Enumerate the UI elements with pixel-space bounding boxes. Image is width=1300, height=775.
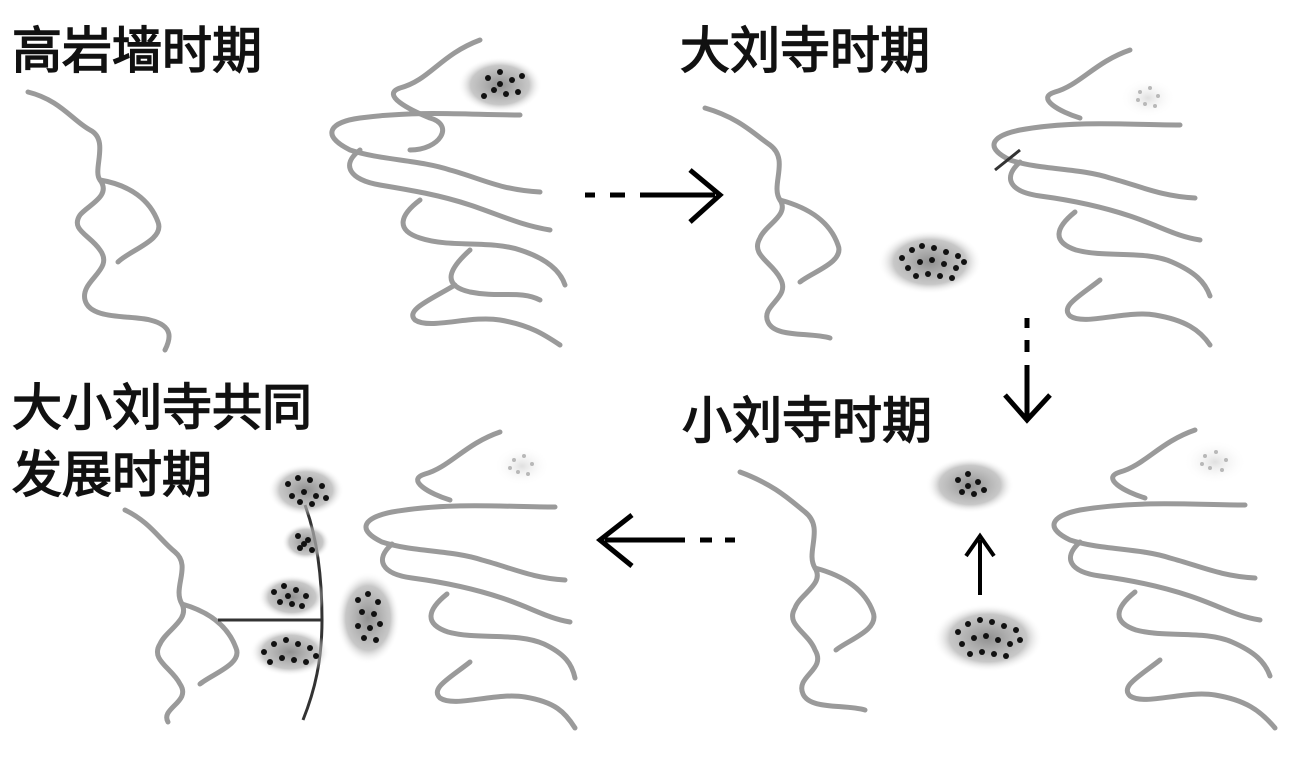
river-east-b — [329, 110, 543, 195]
river-east-b — [363, 503, 568, 583]
panel-high-rock-wall: 高岩墙时期 — [12, 22, 568, 353]
river-east-d — [1116, 589, 1273, 679]
river-east-d — [428, 591, 578, 681]
flow-arrow-down — [1003, 318, 1052, 424]
river-east-d — [400, 197, 568, 288]
river-east-a — [1045, 47, 1133, 121]
migration-arrow-up — [964, 532, 996, 595]
panel-label: 大小刘寺共同 — [12, 379, 312, 437]
panel-label: 小刘寺时期 — [682, 392, 932, 450]
river-west — [702, 105, 833, 341]
river-east-d — [1056, 209, 1213, 299]
panel-xiao-liu-si: 小刘寺时期 — [682, 392, 1278, 731]
settlement-da-liu-si — [955, 617, 1023, 659]
flow-arrow-right — [585, 168, 724, 224]
settlement-halo — [258, 575, 326, 619]
river-east-e — [448, 247, 543, 303]
river-west-branch — [812, 565, 877, 653]
river-west — [122, 507, 187, 725]
settlement-faded-halo — [494, 446, 550, 486]
panel-label: 发展时期 — [12, 446, 212, 504]
panel-co-development: 大小刘寺共同 发展时期 — [12, 379, 578, 731]
river-west — [25, 89, 172, 353]
river-east-c — [1068, 539, 1263, 623]
settlement-high-rock-wall — [481, 69, 525, 99]
settlement-faded-origin — [1136, 86, 1160, 108]
settlement-cluster-lower — [271, 583, 309, 609]
settlement-faded-halo — [1120, 78, 1176, 118]
river-east-f — [410, 282, 563, 348]
river-east-a — [1110, 427, 1198, 501]
settlement-cluster-mid — [295, 533, 315, 553]
river-network — [737, 427, 1278, 731]
settlement-faded-halo — [1183, 440, 1247, 484]
river-east-e — [1125, 657, 1278, 731]
panel-da-liu-si: 大刘寺时期 — [680, 22, 1213, 348]
flow-arrow-left — [595, 513, 735, 568]
river-network — [25, 37, 568, 353]
river-network — [702, 47, 1213, 348]
river-east-a — [390, 37, 483, 153]
river-east-b — [1051, 501, 1258, 581]
river-west-branch — [777, 197, 842, 285]
settlement-cluster-top — [285, 475, 329, 507]
river-east-c — [1008, 159, 1203, 243]
settlement-faded-origin — [508, 454, 534, 476]
settlement-cluster-bottom — [261, 637, 319, 665]
settlement-da-liu-si — [899, 243, 967, 281]
river-east-e — [435, 659, 578, 731]
river-east-c — [380, 541, 573, 625]
river-west-branch — [97, 177, 162, 265]
river-west-branch — [179, 601, 240, 687]
river-east-a — [415, 429, 503, 503]
panel-label: 高岩墙时期 — [12, 22, 262, 80]
settlement-xiao-liu-si — [955, 471, 987, 497]
settlement-faded-origin — [1200, 450, 1228, 472]
river-east-b — [991, 121, 1198, 201]
river-east-e — [1065, 277, 1213, 348]
river-network — [122, 429, 578, 731]
river-east-c — [347, 147, 553, 233]
panel-label: 大刘寺时期 — [680, 22, 930, 80]
settlement-cluster-east — [355, 591, 383, 643]
settlement-halo — [336, 572, 400, 664]
road-segment — [994, 148, 1021, 172]
river-west — [737, 469, 868, 713]
